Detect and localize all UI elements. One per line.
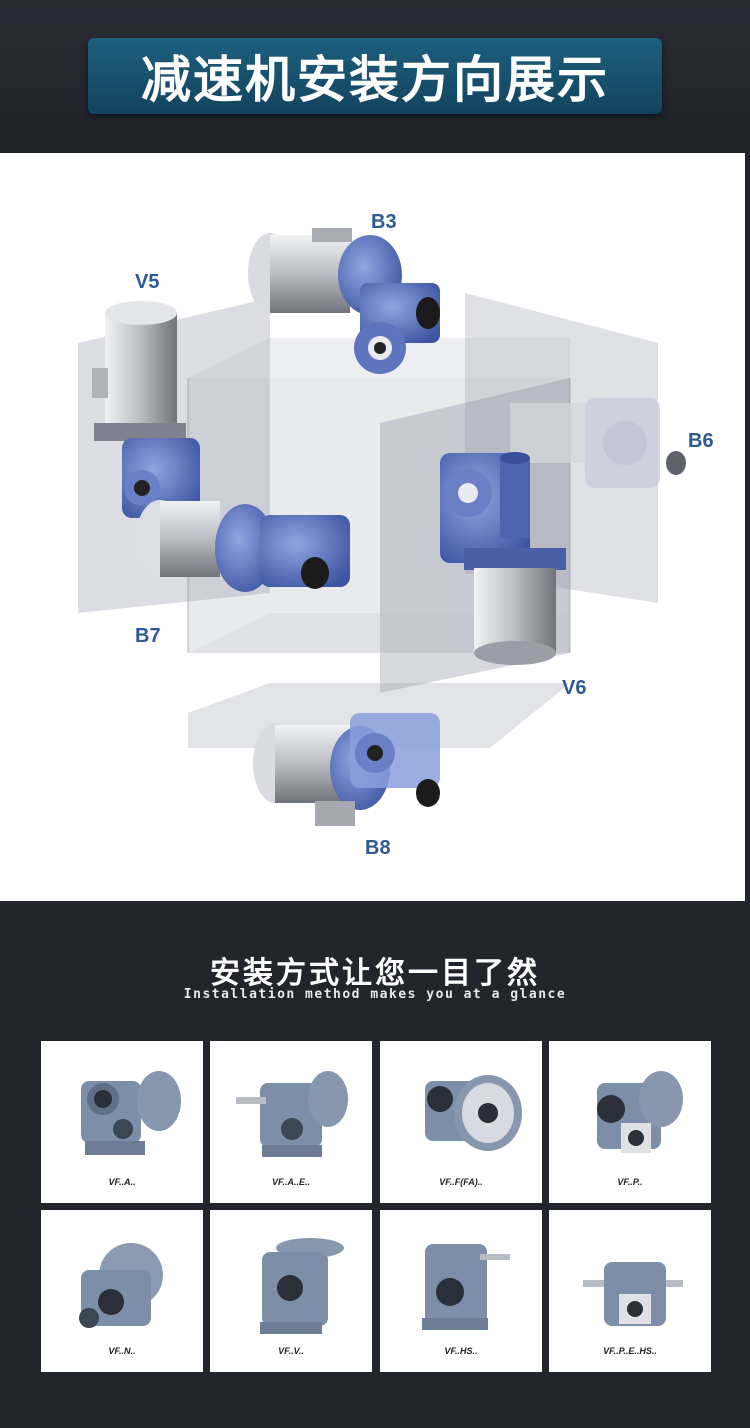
model-card: VF..V.. — [210, 1210, 372, 1372]
gearbox-image — [81, 1071, 181, 1155]
model-card: VF..P..E..HS.. — [549, 1210, 711, 1372]
model-card: VF..N.. — [41, 1210, 203, 1372]
position-label-b7: B7 — [135, 625, 161, 647]
position-label-v5: V5 — [135, 271, 160, 293]
gearmotor-b8 — [253, 713, 440, 826]
position-label-v6: V6 — [562, 677, 587, 699]
position-label-b6: B6 — [688, 430, 714, 452]
model-card: VF..P.. — [549, 1041, 711, 1203]
model-card: VF..A..E.. — [210, 1041, 372, 1203]
title-banner: 减速机安装方向展示 — [88, 38, 662, 114]
model-label: VF..HS.. — [444, 1346, 478, 1356]
model-label: VF..P..E..HS.. — [603, 1346, 657, 1356]
model-label: VF..A.. — [108, 1177, 136, 1187]
model-label: VF..V.. — [278, 1346, 304, 1356]
gearbox-image — [260, 1238, 344, 1334]
page-title: 减速机安装方向展示 — [141, 51, 609, 109]
model-card: VF..A.. — [41, 1041, 203, 1203]
mounting-cube-illustration — [78, 228, 686, 826]
position-label-b8: B8 — [365, 837, 391, 859]
gearmotor-b3 — [248, 228, 440, 374]
gearmotor-b6 — [510, 398, 686, 488]
gallery-subtitle: Installation method makes you at a glanc… — [183, 987, 567, 1002]
mounting-position-diagram: B3 V5 B6 B7 V6 B8 — [0, 153, 745, 901]
model-label: VF..P.. — [617, 1177, 643, 1187]
gearmotor-b7 — [136, 500, 350, 592]
model-card: VF..HS.. — [380, 1210, 542, 1372]
model-label: VF..A..E.. — [271, 1177, 310, 1187]
gearbox-image — [422, 1244, 510, 1330]
model-card: VF..F(FA).. — [380, 1041, 542, 1203]
gearbox-image — [425, 1075, 522, 1151]
gearmotor-v5 — [92, 301, 200, 518]
gearmotor-v6 — [440, 452, 566, 665]
model-label: VF..N.. — [108, 1346, 136, 1356]
gallery-title: 安装方式让您一目了然 — [210, 956, 540, 991]
gearbox-image — [236, 1071, 348, 1157]
position-label-b3: B3 — [371, 211, 397, 233]
gearbox-image — [597, 1071, 683, 1153]
model-label: VF..F(FA).. — [439, 1177, 483, 1187]
gearbox-image — [79, 1243, 163, 1328]
gearbox-image — [583, 1262, 683, 1326]
